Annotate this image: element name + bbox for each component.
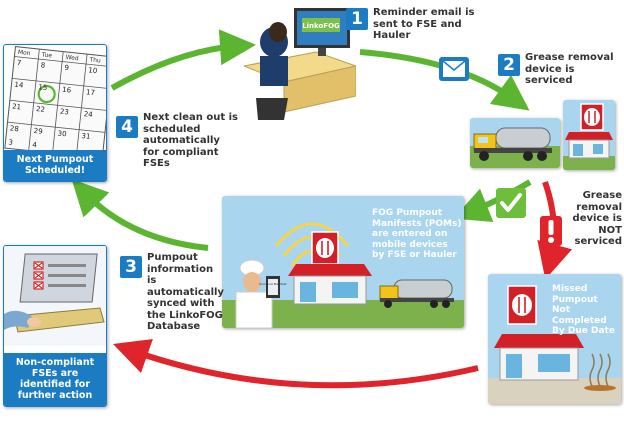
- missed-pumpout-card: Missed Pumpout Not Completed By Due Date: [488, 274, 621, 404]
- step-3-text: Pumpout information is automatically syn…: [147, 252, 224, 332]
- arrow-missed-to-noncompliant: [113, 339, 479, 389]
- closed-restaurant-illustration: [488, 274, 621, 404]
- exclamation-icon: [540, 216, 562, 246]
- next-pumpout-caption: Next Pumpout Scheduled!: [4, 150, 106, 181]
- calendar-date: 8: [40, 61, 45, 69]
- calendar-date: 28: [9, 124, 19, 133]
- calendar-date: 23: [60, 108, 70, 117]
- step-1-text: Reminder email is sent to FSE and Hauler: [373, 7, 475, 41]
- calendar-date: 9: [64, 64, 69, 72]
- calendar-date: 16: [62, 86, 72, 95]
- calendar-date: 24: [83, 110, 93, 119]
- calendar-day-header: Tue: [40, 51, 52, 59]
- monitor-logo: LinkoFOG: [302, 22, 340, 30]
- noncompliant-card: Non-compliant FSEs are identified for fu…: [3, 245, 107, 407]
- calendar-date-highlighted: 15: [38, 83, 48, 92]
- step-4-text: Next clean out is scheduled automaticall…: [143, 112, 238, 169]
- calendar-date: 3: [8, 138, 13, 146]
- phone-screen-text: Pumpout Manifest: [259, 282, 287, 286]
- not-serviced-text: Grease removal device is NOT serviced: [572, 190, 622, 247]
- calendar-date: 22: [36, 105, 46, 114]
- calendar-date: 21: [12, 103, 22, 112]
- office-worker-illustration: LinkoFOG: [244, 8, 356, 120]
- step-2-badge: 2: [498, 54, 520, 76]
- calendar-date: 14: [14, 81, 24, 90]
- calendar-day-header: Thu: [88, 56, 101, 64]
- poms-card: Pumpout Manifest FOG Pumpout Manifests (…: [222, 196, 464, 328]
- calendar-date: 30: [57, 129, 67, 138]
- step-3-badge: 3: [120, 256, 142, 278]
- fork-knife-icon: [588, 111, 596, 123]
- restaurant-card: [563, 100, 615, 170]
- step-4-badge: 4: [116, 116, 138, 138]
- odor-lines-icon: [589, 353, 611, 387]
- step-1-badge: 1: [346, 8, 368, 30]
- laptop-user-illustration: [4, 246, 106, 346]
- highlighted-date-circle: [37, 84, 56, 104]
- calendar-date: 17: [86, 88, 96, 97]
- calendar-date: 4: [32, 141, 38, 149]
- calendar-day-header: Wed: [65, 54, 79, 62]
- calendar-date: 10: [88, 66, 98, 75]
- arrow-synced-to-schedule: [71, 179, 209, 251]
- calendar-day-header: Mon: [18, 49, 32, 57]
- arrow-schedule-to-email: [110, 29, 256, 91]
- restaurant-illustration: [563, 100, 615, 170]
- missed-pumpout-text: Missed Pumpout Not Completed By Due Date: [552, 284, 615, 336]
- check-icon: [496, 188, 526, 218]
- poms-illustration: Pumpout Manifest: [222, 196, 464, 328]
- step-2-text: Grease removal device is serviced: [525, 52, 614, 86]
- calendar-date: 7: [16, 59, 21, 67]
- poms-text: FOG Pumpout Manifests (POMs) are entered…: [372, 208, 462, 260]
- pump-truck-illustration: [470, 118, 560, 168]
- next-pumpout-card: Mon Tue Wed Thu 7 8 9 10 14 15 16 17 21 22 23 24 28 29 30 3…: [3, 44, 107, 182]
- calendar-illustration: Mon Tue Wed Thu 7 8 9 10 14 15 16 17 21 22 23 24 28 29 30 3…: [4, 46, 106, 157]
- envelope-icon: [439, 57, 469, 81]
- noncompliant-caption: Non-compliant FSEs are identified for fu…: [4, 353, 106, 406]
- calendar-date: 31: [81, 132, 91, 141]
- pump-truck-card: [470, 118, 560, 168]
- calendar-date: 29: [33, 127, 43, 136]
